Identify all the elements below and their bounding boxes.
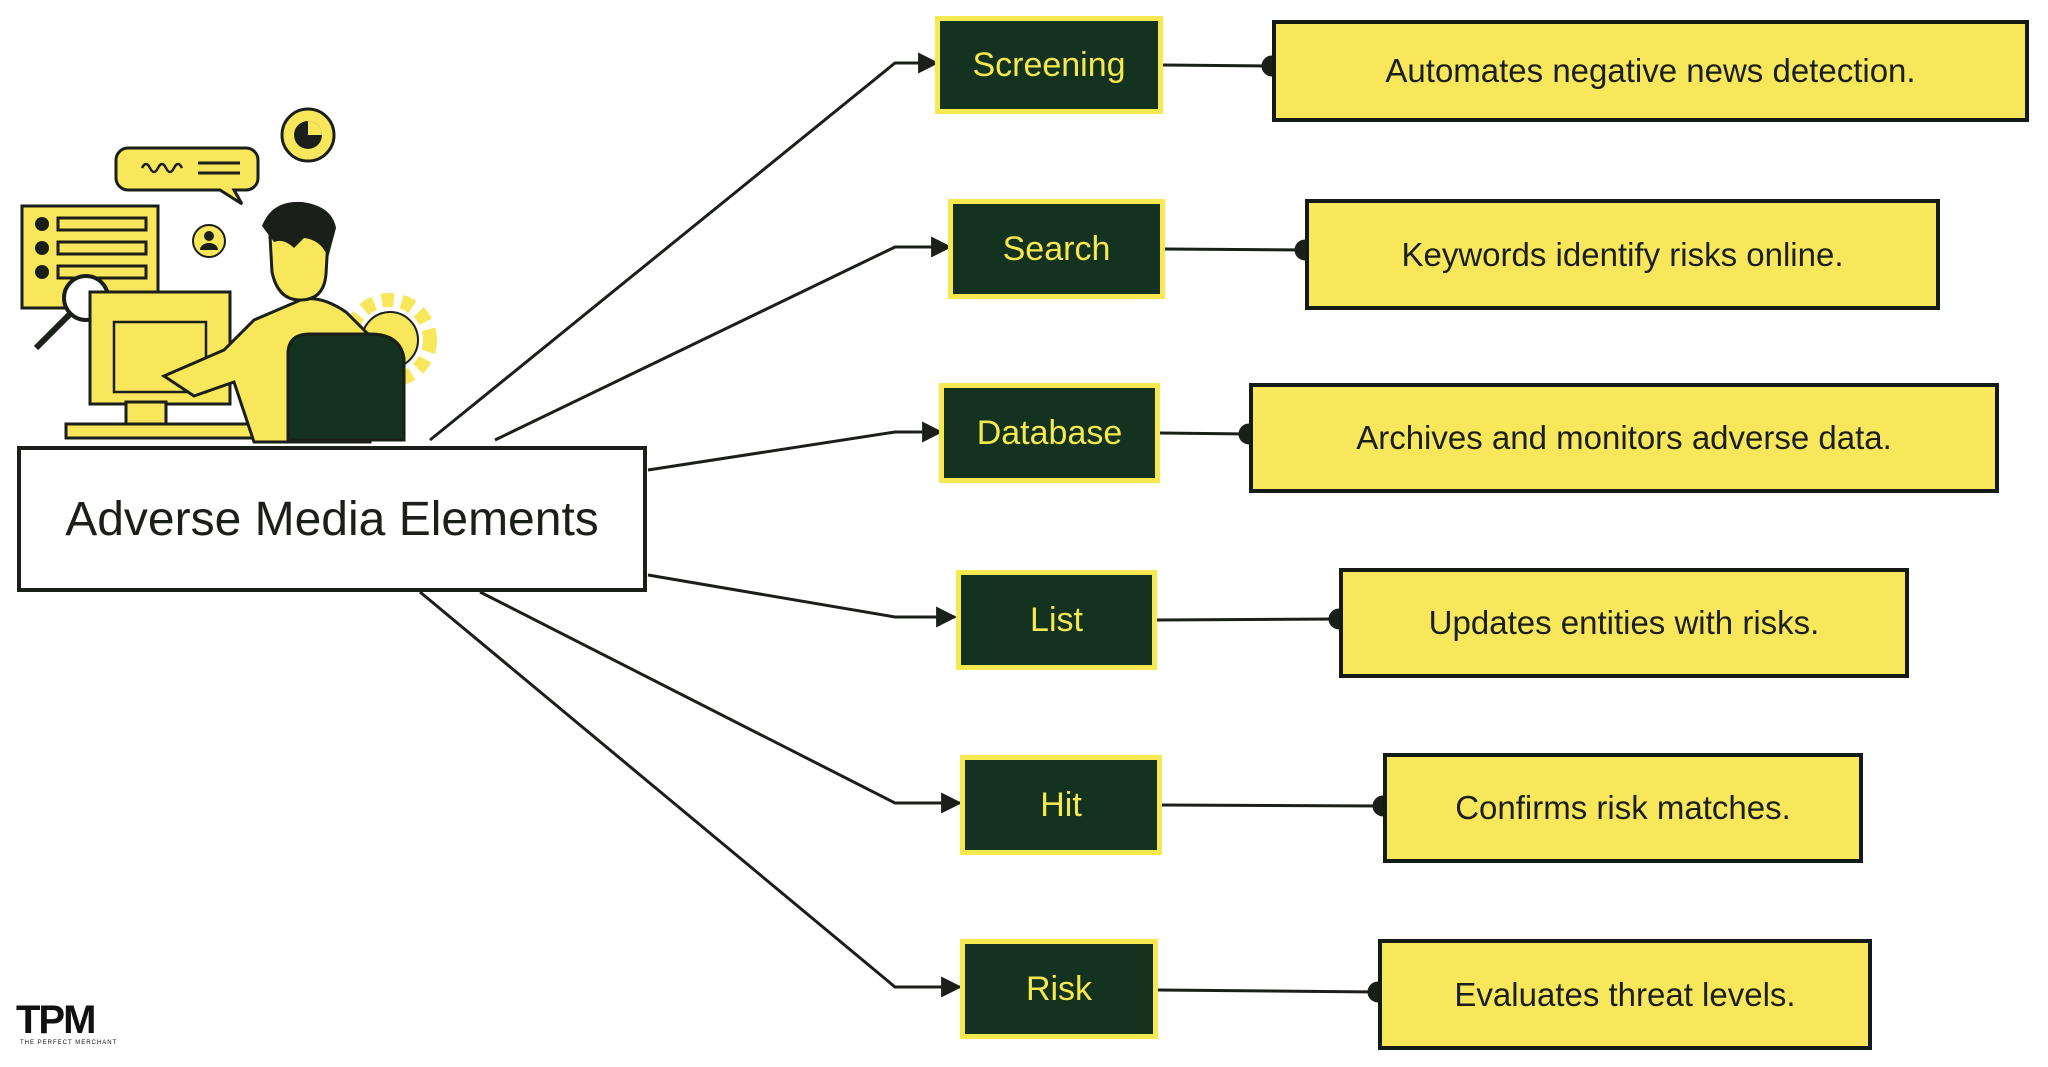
description-list: Updates entities with risks. (1339, 568, 1909, 678)
tpm-logo: TPM (16, 998, 96, 1043)
node-label: List (1030, 600, 1083, 639)
node-screening: Screening (935, 16, 1163, 114)
description-text: Updates entities with risks. (1428, 604, 1820, 641)
description-text: Archives and monitors adverse data. (1356, 419, 1892, 456)
node-list: List (956, 570, 1157, 670)
logo-tagline-text: THE PERFECT MERCHANT (20, 1040, 118, 1046)
root-connectors (419, 52, 963, 998)
description-hit: Confirms risk matches. (1383, 753, 1863, 863)
description-search: Keywords identify risks online. (1305, 199, 1940, 310)
description-screening: Automates negative news detection. (1272, 20, 2029, 122)
node-database: Database (939, 383, 1160, 483)
logo-tagline: THE PERFECT MERCHANT (20, 1040, 117, 1046)
node-label: Screening (972, 45, 1126, 84)
person-at-computer-illustration (20, 107, 437, 444)
description-text: Automates negative news detection. (1385, 52, 1916, 89)
description-text: Keywords identify risks online. (1401, 235, 1844, 273)
description-database: Archives and monitors adverse data. (1249, 383, 1999, 493)
node-label: Database (976, 413, 1123, 452)
root-title-box: Adverse Media Elements (17, 446, 647, 592)
node-label: Hit (1040, 785, 1082, 824)
node-search: Search (948, 199, 1165, 299)
node-label: Risk (1025, 969, 1093, 1008)
description-text: Confirms risk matches. (1455, 789, 1791, 826)
node-hit: Hit (960, 755, 1162, 855)
logo-text: TPM (16, 998, 96, 1042)
description-risk: Evaluates threat levels. (1378, 939, 1872, 1050)
node-risk: Risk (960, 939, 1158, 1039)
root-title: Adverse Media Elements (65, 492, 599, 546)
node-label: Search (1002, 229, 1111, 268)
description-text: Evaluates threat levels. (1454, 975, 1796, 1013)
